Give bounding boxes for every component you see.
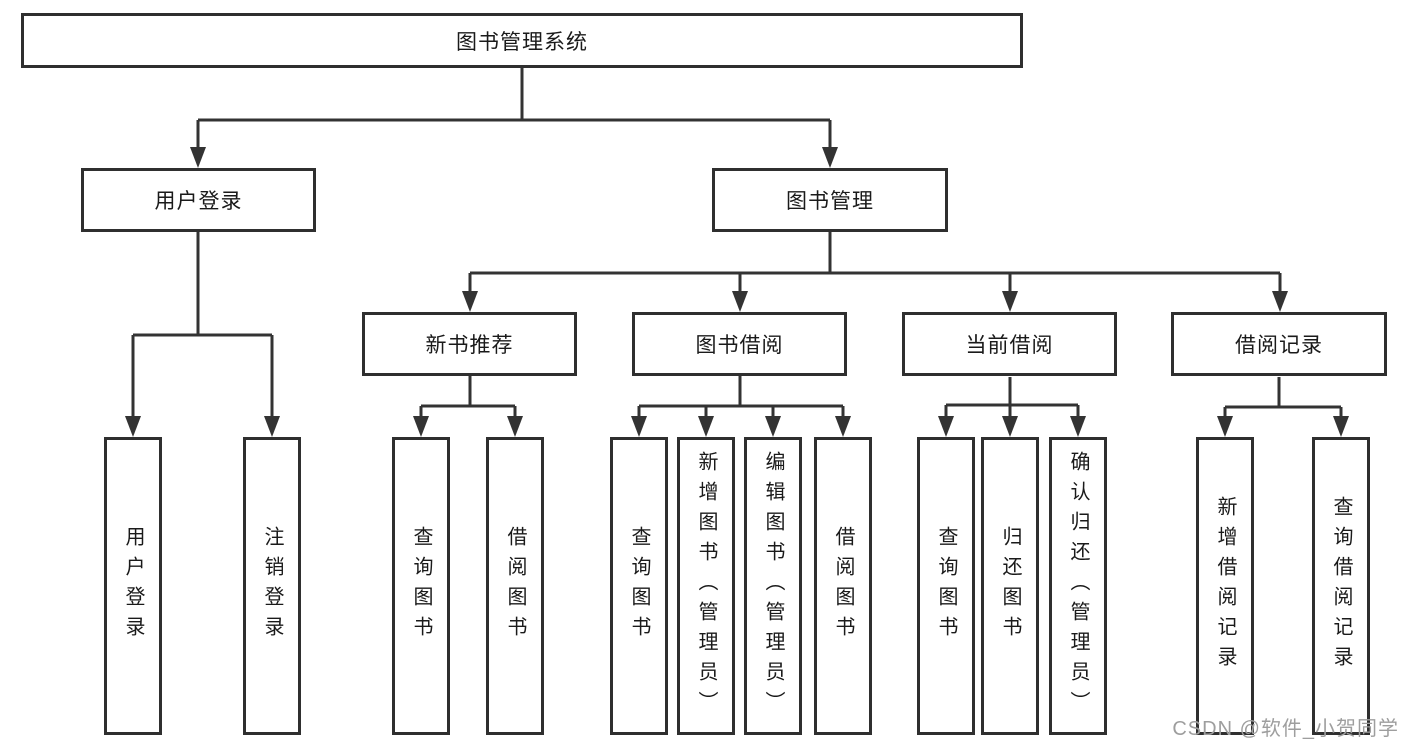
leaf-borrow-book-recommend: 借阅图书 bbox=[486, 437, 544, 735]
arrowhead-group bbox=[125, 147, 1349, 437]
leaf-query-book-recommend-label: 查询图书 bbox=[410, 526, 432, 646]
leaf-logout-label: 注销登录 bbox=[261, 526, 283, 646]
leaf-user-login: 用户登录 bbox=[104, 437, 162, 735]
node-user-login: 用户登录 bbox=[81, 168, 316, 232]
leaf-confirm-return-admin: 确认归还（管理员） bbox=[1049, 437, 1107, 735]
leaf-query-book-current: 查询图书 bbox=[917, 437, 975, 735]
leaf-edit-book-admin: 编辑图书（管理员） bbox=[744, 437, 802, 735]
node-new-book-recommend: 新书推荐 bbox=[362, 312, 577, 376]
leaf-user-login-label: 用户登录 bbox=[122, 526, 144, 646]
leaf-return-book-label: 归还图书 bbox=[999, 526, 1021, 646]
leaf-query-book-borrow: 查询图书 bbox=[610, 437, 668, 735]
leaf-confirm-return-admin-label: 确认归还（管理员） bbox=[1067, 451, 1089, 721]
leaf-edit-book-admin-label: 编辑图书（管理员） bbox=[762, 451, 784, 721]
leaf-logout: 注销登录 bbox=[243, 437, 301, 735]
node-borrow-records: 借阅记录 bbox=[1171, 312, 1387, 376]
leaf-query-book-current-label: 查询图书 bbox=[935, 526, 957, 646]
node-book-borrow: 图书借阅 bbox=[632, 312, 847, 376]
leaf-query-borrow-record: 查询借阅记录 bbox=[1312, 437, 1370, 735]
leaf-add-book-admin-label: 新增图书（管理员） bbox=[695, 451, 717, 721]
node-book-management: 图书管理 bbox=[712, 168, 948, 232]
leaf-borrow-book-label: 借阅图书 bbox=[832, 526, 854, 646]
leaf-borrow-book: 借阅图书 bbox=[814, 437, 872, 735]
leaf-query-book-borrow-label: 查询图书 bbox=[628, 526, 650, 646]
leaf-return-book: 归还图书 bbox=[981, 437, 1039, 735]
leaf-borrow-book-recommend-label: 借阅图书 bbox=[504, 526, 526, 646]
leaf-add-borrow-record: 新增借阅记录 bbox=[1196, 437, 1254, 735]
leaf-add-borrow-record-label: 新增借阅记录 bbox=[1214, 496, 1236, 676]
leaf-query-borrow-record-label: 查询借阅记录 bbox=[1330, 496, 1352, 676]
node-root-system: 图书管理系统 bbox=[21, 13, 1023, 68]
node-current-borrow: 当前借阅 bbox=[902, 312, 1117, 376]
leaf-query-book-recommend: 查询图书 bbox=[392, 437, 450, 735]
leaf-add-book-admin: 新增图书（管理员） bbox=[677, 437, 735, 735]
